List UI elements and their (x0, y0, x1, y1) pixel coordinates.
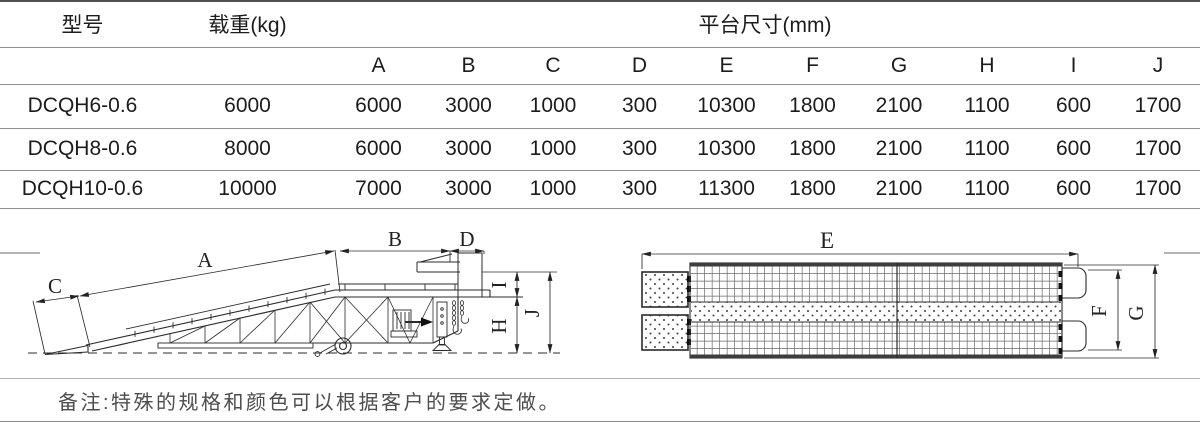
col-header-H: H (979, 53, 995, 77)
support-leg (431, 301, 453, 351)
load-cell: 6000 (224, 94, 271, 117)
col-header-F: F (806, 53, 819, 77)
truss-members (169, 296, 434, 344)
col-header-G: G (890, 53, 908, 77)
col-header-I: I (1070, 53, 1077, 77)
load-cell: 10000 (218, 177, 277, 200)
wheel (314, 337, 352, 357)
table-row: DCQH6-0.6 6000 6000 3000 1000 300 10300 … (0, 84, 1200, 128)
top-view-drawing: E F G (641, 228, 1159, 359)
ramp-drawings-svg: A B C D I H J (0, 227, 1200, 359)
col-header-B: B (461, 53, 476, 77)
table-header-row-1: 型号 载重(kg) 平台尺寸(mm) (0, 1, 1200, 47)
dim-label-F: F (1087, 305, 1111, 317)
bumper-tab (1061, 267, 1087, 299)
dim-label-G: G (1124, 305, 1148, 320)
note-bar: 备注:特殊的规格和颜色可以根据客户的要求定做。 (0, 378, 1200, 422)
model-cell: DCQH10-0.6 (21, 177, 144, 200)
bumper-hinges (1058, 271, 1063, 354)
flap-hinges (687, 276, 692, 345)
model-cell: DCQH6-0.6 (27, 94, 138, 117)
safety-chains (451, 300, 469, 335)
lead-in-flap (44, 344, 89, 356)
col-header-J: J (1152, 53, 1164, 77)
col-header-D: D (631, 53, 648, 77)
deck (689, 262, 1063, 359)
dim-label-I: I (487, 282, 511, 289)
top-view-dimensions (641, 251, 1159, 359)
platform-size-header: 平台尺寸(mm) (698, 14, 832, 38)
dim-label-D: D (459, 227, 474, 251)
model-cell: DCQH8-0.6 (27, 137, 138, 160)
side-view-dimensions (32, 248, 557, 355)
table-row: DCQH10-0.6 10000 7000 3000 1000 300 1130… (0, 170, 1200, 208)
bumper-tab (1061, 320, 1087, 352)
side-view-drawing: A B C D I H J (28, 227, 560, 357)
table-header-row-2: A B C D E F G H I J (0, 47, 1200, 84)
dim-label-C: C (48, 274, 62, 298)
top-flap (641, 314, 689, 351)
technical-drawings: A B C D I H J (0, 214, 1200, 378)
col-header-E: E (719, 53, 734, 77)
table-row: DCQH8-0.6 8000 6000 3000 1000 300 10300 … (0, 128, 1200, 170)
note-text: 备注:特殊的规格和颜色可以根据客户的要求定做。 (58, 391, 562, 414)
load-header: 载重(kg) (208, 14, 287, 38)
dim-label-E: E (820, 228, 834, 253)
spec-table: 型号 载重(kg) 平台尺寸(mm) A B C D E F G H I J D… (0, 0, 1200, 209)
pump-unit (390, 309, 433, 338)
top-flap (641, 271, 689, 308)
platform-curb-rail (338, 283, 458, 290)
col-header-C: C (545, 53, 561, 77)
dim-label-A: A (197, 248, 213, 272)
col-header-A: A (371, 53, 386, 77)
load-cell: 8000 (224, 137, 271, 160)
dim-label-J: J (520, 309, 544, 317)
model-header: 型号 (61, 14, 104, 38)
dim-label-H: H (487, 318, 511, 333)
dim-label-B: B (388, 227, 402, 251)
